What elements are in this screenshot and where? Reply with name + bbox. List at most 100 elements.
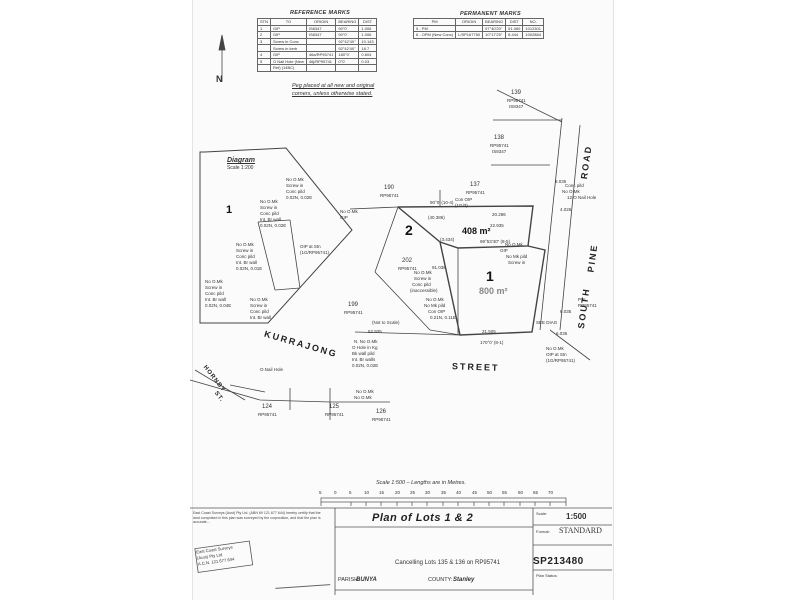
diagram-note: (1G/RP95741) — [300, 250, 330, 255]
lot-2-area: 408 m² — [462, 226, 491, 236]
survey-note: Int. Br walls — [352, 357, 376, 362]
neighbour-lot-number: 138 — [494, 135, 505, 141]
diagram-note: Screw in — [286, 183, 304, 188]
pm-cell: 6 - OPM (New Conc) — [412, 31, 457, 39]
reference-marks-title: REFERENCE MARKS — [290, 10, 351, 16]
survey-note: No O.Mk — [562, 189, 580, 194]
survey-note: No Mk pild — [506, 254, 528, 259]
scale-tick-label: 55 — [502, 490, 508, 495]
diagram-note: 0.02N, 0.04E — [205, 303, 232, 308]
diagram-note: Conc pild — [286, 189, 305, 194]
diagram-note: 0.02N, 0.02E — [286, 195, 313, 200]
plan-title: Plan of Lots 1 & 2 — [372, 512, 474, 524]
diagram-note: No O.Mk — [236, 242, 254, 247]
survey-note: 0.21N, 0.11E — [430, 315, 456, 320]
dimension-label: 170°0' (8-1) — [480, 340, 504, 345]
survey-note: O.Nail Hole — [260, 367, 284, 372]
survey-note: Bk wall pild — [352, 351, 375, 356]
dimension-label: 99°53'40" (8-5) — [480, 239, 511, 244]
dimension-label: 4.026 — [560, 207, 572, 212]
format-label: Format: — [536, 529, 550, 534]
survey-note: No O.Mk — [546, 346, 564, 351]
ref-cell — [305, 64, 337, 72]
neighbour-lot-plan: RP95741 — [466, 190, 485, 195]
survey-note: (inaccessible) — [410, 288, 438, 293]
surveyor-certificate: East Coast Surveys (Aust) Pty Ltd. (ABN … — [193, 511, 321, 525]
diagram-note: 0.02N, 0.02E — [260, 223, 287, 228]
scale-tick-label: 25 — [410, 490, 416, 495]
survey-note: No O.Mk — [354, 395, 372, 400]
neighbour-lot-plan: RP95741 — [398, 266, 417, 271]
north-label: N — [216, 74, 223, 84]
diagram-note: Int. Br wall — [250, 315, 272, 320]
survey-note: GIP — [500, 248, 508, 253]
scale-value: 1:500 — [566, 512, 587, 521]
scale-tick-label: 45 — [472, 490, 478, 495]
survey-note: No O.Mk — [356, 389, 374, 394]
neighbour-lot-plan: RP95741 — [258, 412, 277, 417]
cancelling-note: Cancelling Lots 135 & 136 on RP95741 — [395, 560, 501, 566]
dimension-label: (40.386) — [428, 215, 445, 220]
ref-cell — [358, 64, 377, 72]
diagram-note: Conc pild — [250, 309, 269, 314]
scale-tick-label: 15 — [379, 490, 385, 495]
scale-tick-label: 70 — [548, 490, 554, 495]
lot-1-area: 800 m² — [479, 286, 508, 296]
scale-tick-label: 40 — [456, 490, 462, 495]
diagram-line — [257, 221, 276, 291]
dimension-label: 52.935 — [368, 329, 382, 334]
survey-note: Screw in — [508, 260, 526, 265]
dimension-label: 6.035 — [560, 309, 572, 314]
neighbour-lot-sub: IS8347 — [492, 149, 507, 154]
road-street: STREET — [451, 361, 500, 373]
peg-note-line-2: corners, unless otherwise stated. — [292, 91, 373, 97]
plan-status-label: Plan Status: — [536, 573, 558, 578]
survey-note: OIP at Stn — [546, 352, 567, 357]
diagram-note: Conc pild — [260, 211, 279, 216]
dimension-label: 90°0' (10-4) — [430, 200, 454, 205]
lot-1-boundary — [397, 206, 546, 336]
scale-tick-label: 35 — [441, 490, 447, 495]
survey-note: Con OIP — [455, 197, 473, 202]
neighbour-lot-plan: RP95741 — [380, 193, 399, 198]
scale-tick-label: 65 — [533, 490, 539, 495]
survey-note: No O.Mk — [340, 209, 358, 214]
dimension-label: 6.035 — [556, 331, 568, 336]
survey-note: 0.02N, 0.02E — [352, 363, 379, 368]
diagram-note: Int. Br wall — [205, 297, 227, 302]
survey-note: Conc pild — [412, 282, 431, 287]
survey-note: PIN — [578, 297, 586, 302]
diagram-note: No O.Mk — [250, 297, 268, 302]
diagram-note: Int. Br wall — [260, 217, 282, 222]
diagram-scale: Scale 1:200 — [227, 165, 254, 171]
scale-tick-label: 50 — [487, 490, 493, 495]
diagram-note: Int. Br wall — [236, 260, 258, 265]
survey-note: No Mk pild — [424, 303, 446, 308]
parish-value: BUNYA — [356, 577, 377, 583]
survey-note: (1G/RP95741) — [546, 358, 576, 363]
scale-tick-label: 30 — [425, 490, 431, 495]
diagram-note: OIP at Stn — [300, 244, 321, 249]
scale-bar-caption: Scale 1:500 – Lengths are in Metres. — [376, 480, 466, 486]
neighbour-lot-plan: RP95741 — [325, 412, 344, 417]
survey-note: No O.Mk — [505, 242, 523, 247]
dimension-label: 91.038 — [432, 265, 446, 270]
pm-cell: L/SP167750 — [455, 31, 484, 39]
neighbour-lot-number: 126 — [376, 409, 387, 415]
neighbour-lot-plan: RP95741 — [490, 143, 509, 148]
survey-note: 12 O Nail Hole — [567, 195, 597, 200]
diagram-title: Diagram — [227, 157, 256, 164]
dimension-label: (Not to Scale) — [372, 320, 400, 325]
dimension-label: 8.035 — [555, 179, 567, 184]
permanent-marks-title: PERMANENT MARKS — [460, 11, 522, 17]
scale-bar — [320, 497, 567, 506]
ref-cell — [257, 64, 271, 72]
diagram-note: Screw in — [260, 205, 278, 210]
neighbour-lot-number: 202 — [402, 258, 413, 264]
plan-number: SP213480 — [533, 556, 584, 567]
dimension-label: (3.434) — [440, 237, 455, 242]
